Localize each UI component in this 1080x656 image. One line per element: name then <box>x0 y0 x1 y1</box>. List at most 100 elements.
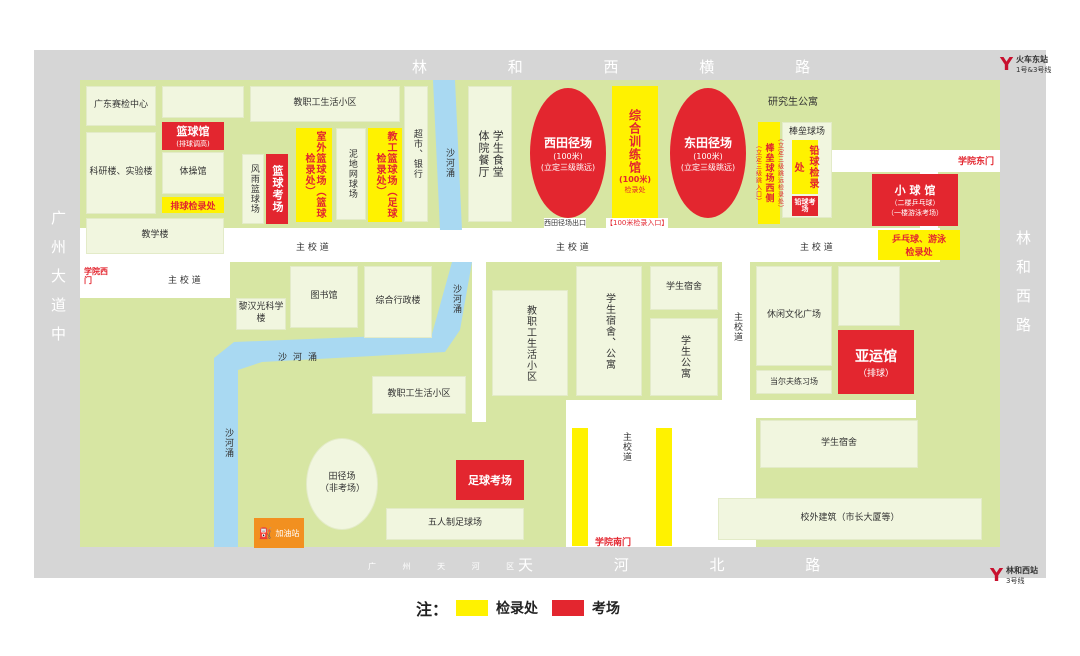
building-chaoshi: 超市、银行 <box>404 86 428 222</box>
main-road-label-vertical: 主校道 <box>621 432 631 462</box>
venue-yayun-sub: （排球） <box>857 368 894 379</box>
checkin-shiwai-lanqiu: 室外篮球场（篮球检录处） <box>296 128 332 222</box>
tianjing-label: 田径场（非考场） <box>320 472 366 494</box>
building-canteen: 体院餐厅 学生食堂 <box>468 86 512 222</box>
venue-xiaoqiu-sub1: （二楼乒乓球） <box>890 199 940 207</box>
building-tianjing: 田径场（非考场） <box>306 438 378 530</box>
road-east: 林和西路 <box>1014 230 1032 346</box>
venue-lanqiu-sub: (排球调高) <box>176 140 210 148</box>
building-fengyu: 风雨篮球场 <box>242 154 264 224</box>
legend-yellow-swatch <box>456 600 489 616</box>
venue-xitian: 西田径场 (100米) (立定三级跳远) <box>530 88 606 218</box>
checkin-pingpong-line1: 乒乓球、游泳 <box>891 235 946 245</box>
venue-lanqiu-exam: 篮球考场 <box>266 154 288 224</box>
building-staff-mid: 教职工生活小区 <box>372 376 466 414</box>
building-lihanguang: 黎汉光科学楼 <box>236 298 286 330</box>
building-tushuguan: 图书馆 <box>290 266 358 328</box>
gate-west: 学院西门 <box>84 267 108 285</box>
legend-red-label: 考场 <box>592 601 621 617</box>
building-dorm-e: 学生宿舍 <box>760 420 918 468</box>
building-shitang: 学生食堂 <box>491 130 505 178</box>
checkin-jiaogong-lanqiu: 教工篮球场（足球检录处） <box>368 128 402 222</box>
building-xiaowai: 校外建筑（市长大厦等） <box>718 498 982 540</box>
road-west: 广州大道中 <box>49 210 67 355</box>
building-top-placeholder <box>162 86 244 118</box>
building-staff-center: 教职工生活小区 <box>492 290 568 396</box>
station-ne-name: 火车东站 <box>1016 55 1049 64</box>
building-niwang: 泥地网球场 <box>336 128 366 220</box>
building-dorm-apt: 学生宿舍、公寓 <box>576 266 642 396</box>
checkin-zonghe-name: 综合训练馆 <box>627 109 642 174</box>
east-gate-road <box>830 150 1000 172</box>
gate-south: 学院南门 <box>595 538 632 548</box>
venue-qianqiu-exam: 铅球考场 <box>792 196 818 216</box>
checkin-pingpong-line2: 检录处 <box>905 248 933 258</box>
checkin-paiqiu: 排球检录处 <box>162 197 224 213</box>
station-ne-lines: 1号&3号线 <box>1016 66 1052 74</box>
main-road-label: 主 校 道 <box>800 243 833 253</box>
venue-yayun-name: 亚运馆 <box>855 348 897 365</box>
road-south: 天 河 北 路 <box>518 556 859 574</box>
middle-road-vertical <box>722 262 750 412</box>
checkin-zonghe: 综合训练馆 (100米) 检录处 <box>612 86 658 218</box>
venue-dongtian: 东田径场 (100米) (立定三级跳远) <box>670 88 746 218</box>
building-jiaoxuelou: 教学楼 <box>86 218 224 254</box>
metro-logo-icon: Y <box>990 564 1004 586</box>
building-dangerfu: 当尔夫练习场 <box>756 370 832 394</box>
center-road-vertical <box>472 262 486 422</box>
metro-logo-icon: Y <box>1000 53 1014 75</box>
road-south-district: 广 州 天 河 区 <box>368 562 527 571</box>
venue-yayun: 亚运馆 （排球） <box>838 330 914 394</box>
label-bangleixi-sub: （立定三级跳远检录处） <box>776 134 784 212</box>
building-tiyuan: 体院餐厅 <box>477 130 490 178</box>
legend-red-swatch <box>552 600 585 616</box>
building-tiyuguan: 体操馆 <box>162 152 224 194</box>
venue-lanqiu: 篮球馆 (排球调高) <box>162 122 224 150</box>
main-road-label: 主 校 道 <box>556 243 589 253</box>
venue-dongtian-name: 东田径场 <box>683 135 732 150</box>
gate-east: 学院东门 <box>958 157 995 167</box>
building-dorm-apt2: 学生公寓 <box>650 318 718 396</box>
main-road-west-gate <box>80 258 230 298</box>
checkin-bangleixi: （立定三级跳入口） 棒垒球场西侧 （立定三级跳远检录处） <box>755 122 784 224</box>
venue-xitian-name: 西田径场 <box>543 135 592 150</box>
building-zonghe: 综合行政楼 <box>364 266 432 338</box>
checkin-zonghe-sub2: 检录处 <box>624 186 646 194</box>
building-staff-top: 教职工生活小区 <box>250 86 400 122</box>
venue-xiaoqiu-sub2: （一楼游泳考场） <box>887 209 943 217</box>
south-gate-yellow-right <box>656 428 672 546</box>
gas-station: ⛽ 加油站 <box>254 518 304 548</box>
gas-station-label: 加油站 <box>275 528 300 538</box>
checkin-zonghe-sub1: (100米) <box>618 175 651 184</box>
building-dorm1: 学生宿舍 <box>650 266 718 310</box>
station-se-lines: 3号线 <box>1006 577 1025 585</box>
main-road-label: 主 校 道 <box>168 276 201 286</box>
label-bangleixi-small: （立定三级跳入口） <box>754 141 762 205</box>
venue-xiaoqiu: 小 球 馆 （二楼乒乓球） （一楼游泳考场） <box>872 174 958 226</box>
south-road-connector <box>566 400 916 418</box>
station-ne: Y 火车东站 1号&3号线 <box>1000 54 1051 75</box>
building-side <box>838 266 900 326</box>
canal-lower <box>214 262 472 547</box>
legend-yellow-label: 检录处 <box>496 601 539 617</box>
venue-xitian-sub2: (立定三级跳远) <box>540 162 596 172</box>
building-wuren: 五人制足球场 <box>386 508 524 540</box>
label-bangleixi: 棒垒球场西侧 <box>763 143 774 203</box>
canal-upper <box>433 80 462 230</box>
main-road-label-vertical: 主校道 <box>732 312 742 342</box>
legend-prefix: 注： <box>416 600 449 619</box>
venue-zuqiu: 足球考场 <box>456 460 524 500</box>
canal-label: 沙河涌 <box>223 428 233 458</box>
checkin-pingpong: 乒乓球、游泳 检录处 <box>878 230 960 260</box>
building-yanjiusheng: 研究生公寓 <box>768 96 818 108</box>
checkin-qianqiu: 铅球检录处 <box>792 140 818 194</box>
fuel-icon: ⛽ <box>258 526 273 540</box>
main-road-label: 主 校 道 <box>296 243 329 253</box>
station-se: Y 林和西站 3号线 <box>990 565 1038 586</box>
road-north: 林 和 西 横 路 <box>412 58 849 76</box>
canal-label: 沙河涌 <box>451 284 461 314</box>
building-xiuxian: 休闲文化广场 <box>756 266 832 366</box>
label-xitian-exit: 西田径场出口 <box>544 218 586 228</box>
label-check-entry: 【100米检录入口】 <box>606 218 669 228</box>
